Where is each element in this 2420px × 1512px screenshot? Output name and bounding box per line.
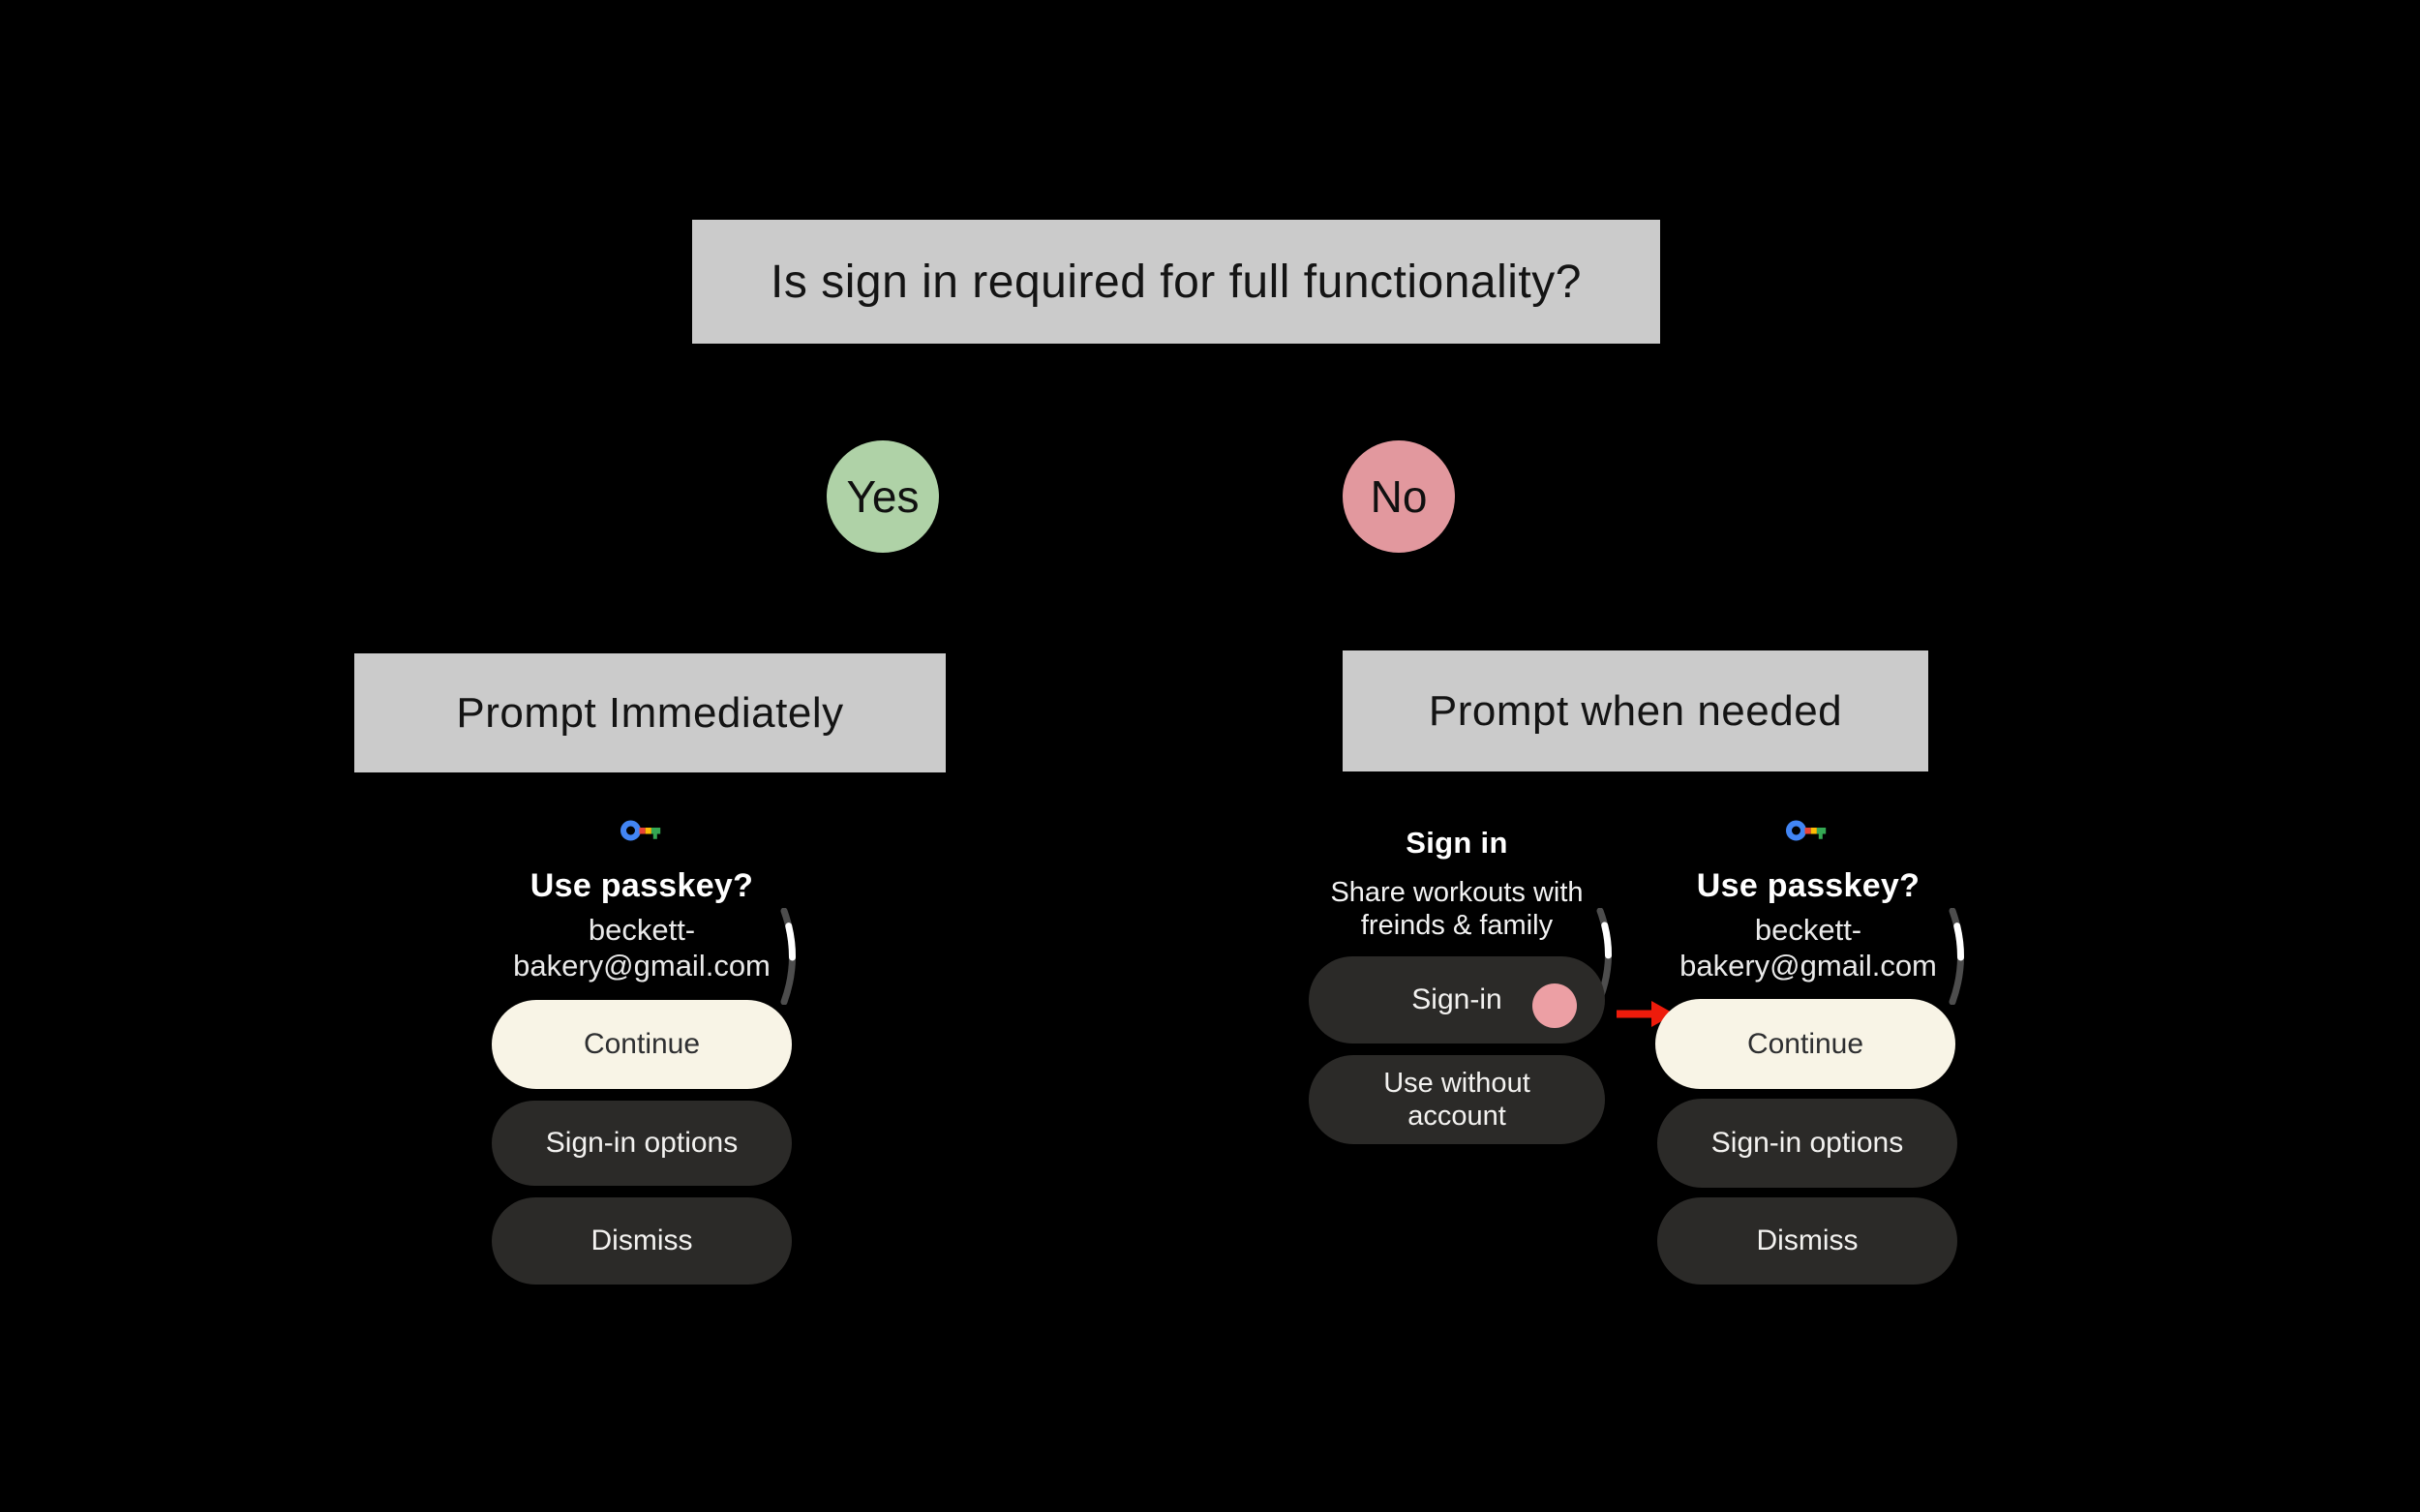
signin-subtitle-line2: freinds & family <box>1360 910 1554 941</box>
account-email-line2: bakery@gmail.com <box>1679 949 1937 983</box>
yes-node: Yes <box>827 440 939 553</box>
passkey-icon <box>1786 820 1829 845</box>
use-without-account-button[interactable]: Use without account <box>1309 1055 1605 1144</box>
question-text: Is sign in required for full functionali… <box>771 256 1582 308</box>
account-email-line2: bakery@gmail.com <box>513 949 771 983</box>
dismiss-label: Dismiss <box>590 1225 693 1256</box>
continue-label: Continue <box>583 1028 701 1060</box>
passkey-icon <box>620 820 663 845</box>
account-email: beckett- bakery@gmail.com <box>463 912 821 983</box>
continue-button[interactable]: Continue <box>492 1000 792 1089</box>
signin-subtitle: Share workouts with freinds & family <box>1278 876 1636 942</box>
passkey-title: Use passkey? <box>529 867 754 904</box>
dismiss-label: Dismiss <box>1756 1225 1859 1256</box>
prompt-immediately-label: Prompt Immediately <box>456 688 844 737</box>
signin-options-button[interactable]: Sign-in options <box>1657 1099 1957 1188</box>
dismiss-button[interactable]: Dismiss <box>1657 1197 1957 1285</box>
prompt-when-needed-label: Prompt when needed <box>1428 686 1843 735</box>
no-node: No <box>1343 440 1455 553</box>
scrollbar[interactable] <box>1946 907 1979 1006</box>
signin-button-label: Sign-in <box>1411 983 1502 1015</box>
signin-subtitle-line1: Share workouts with <box>1330 877 1584 908</box>
red-arrow-icon <box>1615 997 1679 1030</box>
question-node: Is sign in required for full functionali… <box>692 220 1660 344</box>
continue-label: Continue <box>1746 1027 1864 1060</box>
account-email: beckett- bakery@gmail.com <box>1629 912 1987 983</box>
prompt-immediately-node: Prompt Immediately <box>354 653 946 772</box>
prompt-when-needed-node: Prompt when needed <box>1343 650 1928 771</box>
signin-options-label: Sign-in options <box>1710 1127 1904 1159</box>
signin-options-label: Sign-in options <box>545 1127 739 1159</box>
use-without-account-line1: Use without <box>1383 1068 1530 1099</box>
use-without-account-line2: account <box>1407 1101 1506 1132</box>
scrollbar[interactable] <box>777 907 810 1006</box>
continue-button[interactable]: Continue <box>1655 999 1955 1089</box>
account-email-line1: beckett- <box>1754 913 1862 947</box>
account-email-line1: beckett- <box>588 913 696 947</box>
no-label: No <box>1370 471 1428 522</box>
yes-label: Yes <box>846 471 920 522</box>
dismiss-button[interactable]: Dismiss <box>492 1197 792 1285</box>
signin-options-button[interactable]: Sign-in options <box>492 1101 792 1186</box>
passkey-title: Use passkey? <box>1696 867 1921 904</box>
tap-gesture-dot <box>1532 983 1577 1028</box>
signin-title: Sign in <box>1406 826 1508 860</box>
